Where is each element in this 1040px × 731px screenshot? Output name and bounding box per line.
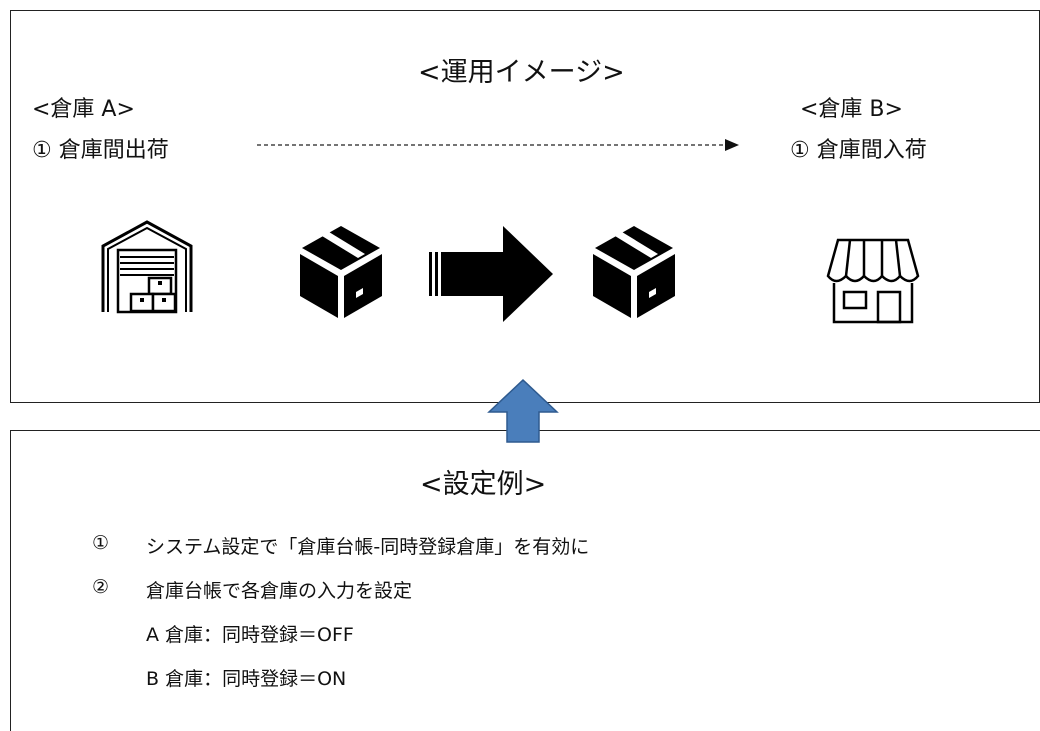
usage-image-title: <運用イメージ> xyxy=(418,57,625,88)
warehouse-b-action: ① 倉庫間入荷 xyxy=(790,138,927,163)
step-2-number: ② xyxy=(92,576,110,598)
warehouse-a-setting: A 倉庫：同時登録＝OFF xyxy=(146,624,354,646)
step-2-text: 倉庫台帳で各倉庫の入力を設定 xyxy=(146,580,413,602)
warehouse-icon xyxy=(101,220,193,314)
warehouse-a-action: ① 倉庫間出荷 xyxy=(32,138,169,163)
package-box-icon xyxy=(593,226,675,318)
setting-example-panel xyxy=(10,430,1040,731)
store-icon xyxy=(826,238,920,324)
package-box-icon xyxy=(300,226,382,318)
step-1-text: システム設定で「倉庫台帳-同時登録倉庫」を有効に xyxy=(146,536,590,558)
setting-example-title: <設定例> xyxy=(420,469,547,500)
usage-image-panel xyxy=(10,10,1040,403)
warehouse-a-label: <倉庫 A> xyxy=(32,97,135,122)
right-arrow-icon xyxy=(429,226,553,322)
warehouse-b-label: <倉庫 B> xyxy=(800,97,903,122)
up-arrow-icon xyxy=(487,378,559,443)
warehouse-b-setting: B 倉庫：同時登録＝ON xyxy=(146,668,347,690)
transfer-dashed-arrow xyxy=(257,139,739,151)
step-1-number: ① xyxy=(92,532,110,554)
